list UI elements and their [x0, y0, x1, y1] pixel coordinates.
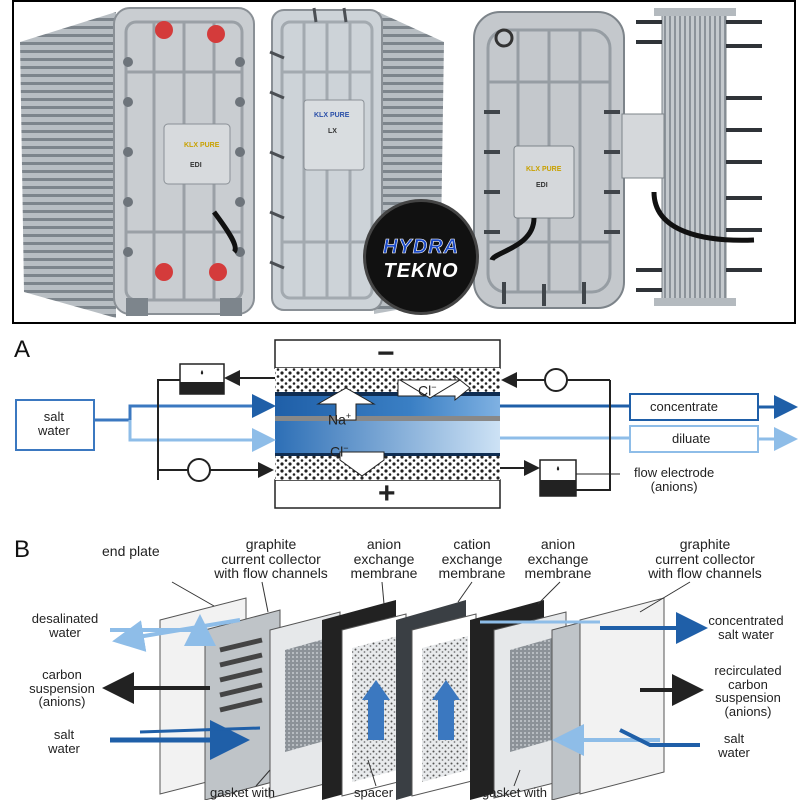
edi-unit-1 — [20, 7, 255, 318]
salt-water-box — [15, 399, 95, 451]
bottom-flow-electrode — [275, 456, 500, 480]
top-pump — [544, 368, 568, 392]
section-a-label: A — [14, 336, 31, 363]
photo-panel: KLX PURE EDI KLX PURE LX KLX PURE EDI HY… — [12, 0, 796, 324]
gasket-right-label: gasket with — [482, 785, 548, 800]
cathode-sign: − — [377, 337, 395, 370]
anode-sign: + — [378, 477, 396, 510]
hydra-tekno-logo: HYDRA TEKNO — [366, 202, 476, 312]
unit-2-brand: KLX PURE — [314, 112, 350, 119]
concentrate-channel — [275, 396, 500, 416]
unit-3-model: EDI — [536, 182, 548, 189]
bottom-pump — [187, 458, 211, 482]
end-plate-label: end plate — [102, 543, 160, 559]
edi-units-photo — [20, 7, 762, 318]
cathode-plate — [274, 339, 501, 369]
unit-2-model: LX — [328, 128, 337, 135]
stack-exploded-diagram — [102, 581, 708, 800]
section-b-label: B — [14, 536, 31, 563]
unit-1-brand: KLX PURE — [184, 142, 220, 149]
spacer-label: spacer — [354, 785, 394, 800]
ion-cl-bottom: Cl− — [330, 443, 349, 460]
ion-cl-top: Cl− — [418, 382, 437, 399]
unit-1-model: EDI — [190, 162, 202, 169]
logo-line-2: TEKNO — [383, 260, 459, 282]
flow-electrode-label: flow electrode(anions) — [634, 465, 715, 494]
edi-unit-3 — [473, 11, 625, 309]
unit-3-brand: KLX PURE — [526, 166, 562, 173]
logo-line-1: HYDRA — [382, 236, 460, 259]
diluate-label: diluate — [672, 431, 711, 446]
gasket-left-label: gasket with — [210, 785, 276, 800]
anode-plate — [274, 479, 501, 509]
diluate-channel — [275, 421, 500, 453]
edi-unit-4 — [621, 8, 762, 306]
flow-cell-diagram — [15, 339, 798, 509]
ion-na: Na+ — [328, 411, 352, 428]
concentrate-label: concentrate — [650, 399, 718, 414]
